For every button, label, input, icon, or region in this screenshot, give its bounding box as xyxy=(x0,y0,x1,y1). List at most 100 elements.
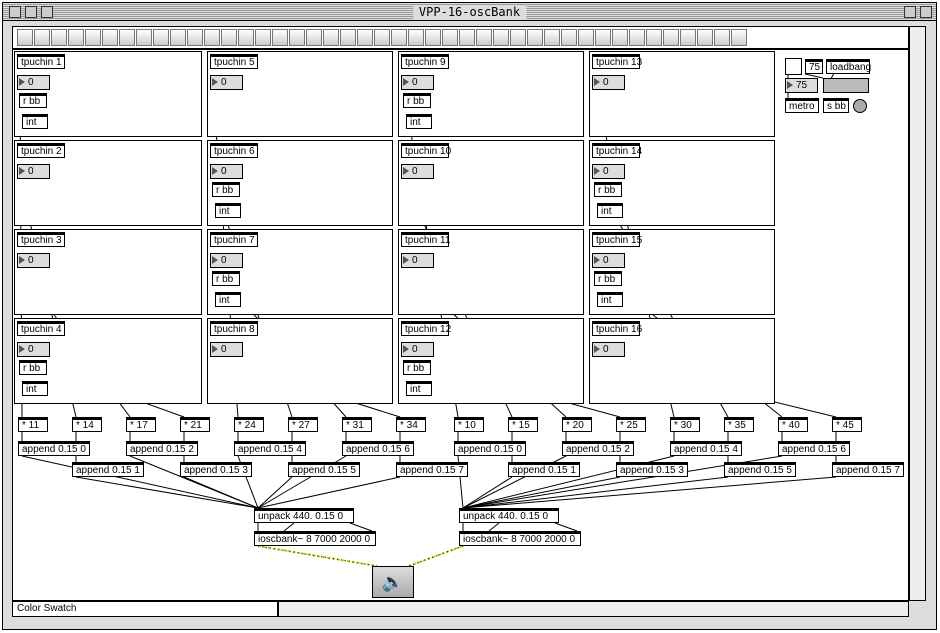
append-object[interactable]: append 0.15 4 xyxy=(234,441,306,456)
append-object[interactable]: append 0.15 3 xyxy=(180,462,252,477)
lcd-icon[interactable] xyxy=(238,29,254,46)
tpuchin-object[interactable]: tpuchin 14 xyxy=(592,143,642,158)
int-object[interactable]: int xyxy=(597,203,623,218)
multiply-object[interactable]: * 14 xyxy=(72,417,102,432)
append-object[interactable]: append 0.15 2 xyxy=(562,441,634,456)
tpuchin-object[interactable]: tpuchin 4 xyxy=(17,321,65,336)
tpuchin-object[interactable]: tpuchin 2 xyxy=(17,143,65,158)
tempo-number-box[interactable]: 75 xyxy=(785,78,818,93)
receive-bb-object[interactable]: r bb xyxy=(403,93,431,108)
table-icon[interactable] xyxy=(255,29,271,46)
receive-bb-object[interactable]: r bb xyxy=(212,271,240,286)
bang-button[interactable] xyxy=(785,58,802,75)
append-object[interactable]: append 0.15 7 xyxy=(396,462,468,477)
append-object[interactable]: append 0.15 3 xyxy=(616,462,688,477)
tpuchin-object[interactable]: tpuchin 11 xyxy=(401,232,450,247)
kslider-icon[interactable] xyxy=(170,29,186,46)
number-box[interactable]: 0 xyxy=(401,342,434,357)
gain-icon[interactable] xyxy=(561,29,577,46)
int-object[interactable]: int xyxy=(22,381,48,396)
receive-bb-object[interactable]: r bb xyxy=(594,182,622,197)
receive-bb-object[interactable]: r bb xyxy=(19,93,47,108)
number-box[interactable]: 0 xyxy=(592,164,625,179)
append-object[interactable]: append 0.15 6 xyxy=(342,441,414,456)
scope-icon[interactable] xyxy=(680,29,696,46)
number-box[interactable]: 0 xyxy=(401,253,434,268)
slider-icon[interactable] xyxy=(136,29,152,46)
button-icon[interactable] xyxy=(68,29,84,46)
window-shade-box[interactable] xyxy=(920,6,932,18)
number-box[interactable]: 0 xyxy=(17,75,50,90)
send-bb-object[interactable]: s bb xyxy=(823,98,849,113)
tpuchin-object[interactable]: tpuchin 7 xyxy=(210,232,258,247)
keyboard-icon[interactable] xyxy=(476,29,492,46)
multislider-icon[interactable] xyxy=(442,29,458,46)
incdec-icon[interactable] xyxy=(459,29,475,46)
number-box[interactable]: 0 xyxy=(210,342,243,357)
number-box[interactable]: 0 xyxy=(401,75,434,90)
number-box[interactable]: 0 xyxy=(17,253,50,268)
play-icon[interactable] xyxy=(578,29,594,46)
append-object[interactable]: append 0.15 4 xyxy=(670,441,742,456)
vertical-scrollbar[interactable] xyxy=(909,26,926,601)
collapse-box[interactable] xyxy=(41,6,53,18)
dial-icon[interactable] xyxy=(221,29,237,46)
multiply-object[interactable]: * 25 xyxy=(616,417,646,432)
led-icon[interactable] xyxy=(731,29,747,46)
int-object[interactable]: int xyxy=(22,114,48,129)
append-object[interactable]: append 0.15 0 xyxy=(18,441,90,456)
preset-icon[interactable] xyxy=(357,29,373,46)
multiply-object[interactable]: * 17 xyxy=(126,417,156,432)
ezdac-icon[interactable] xyxy=(289,29,305,46)
hslider-icon[interactable] xyxy=(153,29,169,46)
tpuchin-object[interactable]: tpuchin 16 xyxy=(592,321,642,336)
object-box-icon[interactable] xyxy=(17,29,33,46)
ezdac-button[interactable]: 🔈 xyxy=(372,566,414,598)
textedit-icon[interactable] xyxy=(697,29,713,46)
number-box[interactable]: 0 xyxy=(210,75,243,90)
window-zoom-box[interactable] xyxy=(904,6,916,18)
int-object[interactable]: int xyxy=(406,114,432,129)
multiply-object[interactable]: * 31 xyxy=(342,417,372,432)
hi-icon[interactable] xyxy=(408,29,424,46)
receive-bb-object[interactable]: r bb xyxy=(403,360,431,375)
number-box[interactable]: 0 xyxy=(592,253,625,268)
multiply-object[interactable]: * 21 xyxy=(180,417,210,432)
append-object[interactable]: append 0.15 1 xyxy=(72,462,144,477)
menu-icon[interactable] xyxy=(663,29,679,46)
bpatcher-icon[interactable] xyxy=(714,29,730,46)
multiply-object[interactable]: * 11 xyxy=(18,417,48,432)
tempo-message[interactable]: 75 xyxy=(805,59,823,74)
multiply-object[interactable]: * 30 xyxy=(670,417,700,432)
ezadc-icon[interactable] xyxy=(272,29,288,46)
multiply-object[interactable]: * 35 xyxy=(724,417,754,432)
uslider-icon[interactable] xyxy=(187,29,203,46)
tpuchin-object[interactable]: tpuchin 8 xyxy=(210,321,258,336)
matrix2-icon[interactable] xyxy=(391,29,407,46)
number-tilde-icon[interactable] xyxy=(425,29,441,46)
tpuchin-object[interactable]: tpuchin 15 xyxy=(592,232,642,247)
receive-bb-object[interactable]: r bb xyxy=(212,182,240,197)
zoom-box[interactable] xyxy=(25,6,37,18)
horizontal-scrollbar[interactable] xyxy=(278,601,909,617)
tpuchin-object[interactable]: tpuchin 13 xyxy=(592,54,642,69)
record-icon[interactable] xyxy=(595,29,611,46)
ioscbank-object[interactable]: ioscbank~ 8 7000 2000 0 xyxy=(254,531,376,546)
meter-icon[interactable] xyxy=(510,29,526,46)
unpack-object[interactable]: unpack 440. 0.15 0 xyxy=(459,508,559,523)
patcher-icon[interactable] xyxy=(323,29,339,46)
loadbang-object[interactable]: loadbang xyxy=(826,59,871,74)
dial2-icon[interactable] xyxy=(629,29,645,46)
filtergraph-icon[interactable] xyxy=(306,29,322,46)
panel-icon[interactable] xyxy=(204,29,220,46)
metro-object[interactable]: metro xyxy=(785,98,819,113)
number-box[interactable]: 0 xyxy=(210,164,243,179)
tpuchin-object[interactable]: tpuchin 6 xyxy=(210,143,258,158)
ioscbank-object[interactable]: ioscbank~ 8 7000 2000 0 xyxy=(459,531,581,546)
multiply-object[interactable]: * 10 xyxy=(454,417,484,432)
float-number-icon[interactable] xyxy=(119,29,135,46)
comment-icon[interactable] xyxy=(51,29,67,46)
multiply-object[interactable]: * 15 xyxy=(508,417,538,432)
int-object[interactable]: int xyxy=(215,292,241,307)
